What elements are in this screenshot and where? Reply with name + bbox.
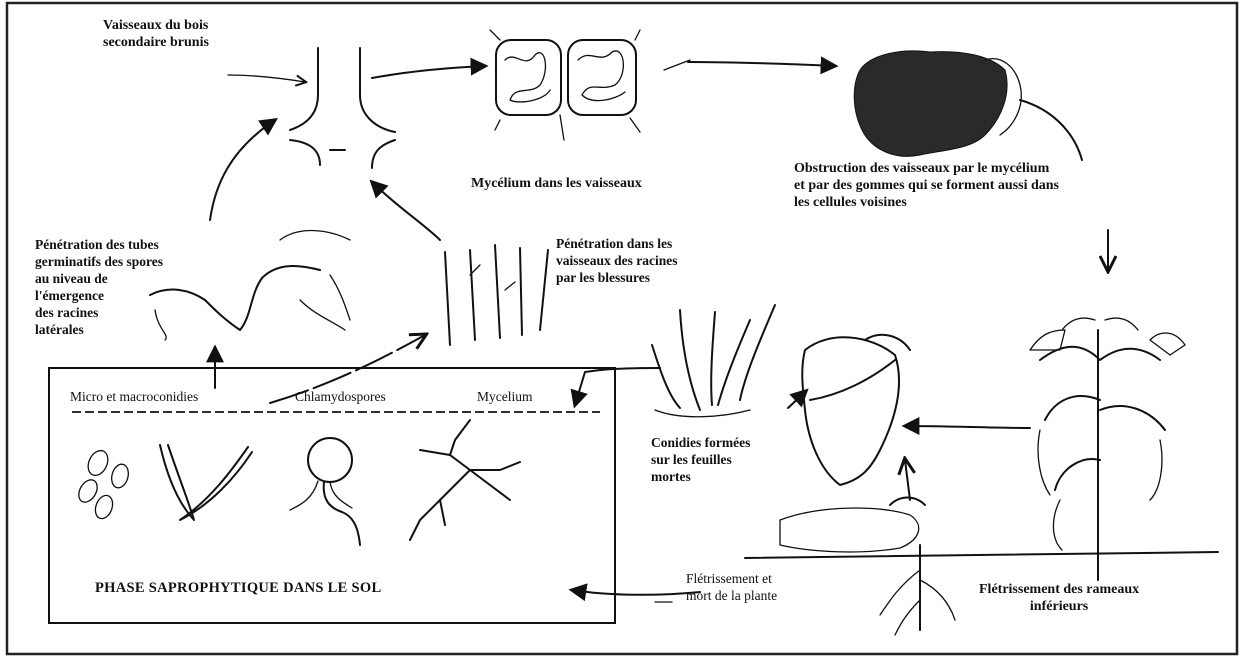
wilted-plant-drawing [1030,318,1185,580]
label-line: Pénétration des tubes [35,236,163,253]
label-line: Conidies formées [651,434,750,451]
vessel-mycelium-drawing [490,30,690,140]
label-phase-saprophytique: PHASE SAPROPHYTIQUE DANS LE SOL [95,580,381,597]
label-line: secondaire brunis [103,34,209,51]
label-fletrissement-rameaux: Flétrissement des rameaux inférieurs [979,581,1139,615]
label-line: mortes [651,468,750,485]
label-line: et par des gommes qui se forment aussi d… [794,177,1059,194]
label-line: Flétrissement des rameaux [979,581,1139,598]
label-line: au niveau de [35,270,163,287]
label-fletrissement-mort: Flétrissement et mort de la plante [686,570,777,604]
arrow-germ-tube-to-vessel [210,120,275,220]
label-chlamydospores: Chlamydospores [295,388,386,405]
arrow-dead-plant-to-leaf [905,460,910,500]
label-obstruction: Obstruction des vaisseaux par le mycéliu… [794,160,1059,211]
label-mycelium-vaisseaux: Mycélium dans les vaisseaux [471,175,642,192]
label-line: inférieurs [979,598,1139,615]
microconidia-drawing [75,447,131,521]
vessel-obstruction-drawing [854,51,1021,156]
label-micro-macroconidies: Micro et macroconidies [70,388,198,405]
label-penetration-racines: Pénétration dans les vaisseaux des racin… [556,235,678,286]
label-line: les cellules voisines [794,194,1059,211]
macroconidia-drawing [160,445,252,520]
label-penetration-tubes: Pénétration des tubes germinatifs des sp… [35,236,163,338]
label-line: des racines [35,304,163,321]
label-vaisseaux-bois: Vaisseaux du bois secondaire brunis [103,17,209,51]
soil-mycelium-drawing [410,420,520,540]
label-conidies-feuilles: Conidies formées sur les feuilles mortes [651,434,750,485]
brown-vessel-drawing [290,48,395,168]
label-mycelium-soil: Mycelium [477,388,533,405]
root-penetration-drawing [445,245,548,345]
germ-tube-drawing [150,231,350,340]
dead-leaf-drawing [802,335,910,485]
arrow-dead-plant-to-soil [572,590,700,595]
label-line: germinatifs des spores [35,253,163,270]
conidia-on-leaves-drawing [652,305,775,417]
label-line: Vaisseaux du bois [103,17,209,34]
label-line: sur les feuilles [651,451,750,468]
label-line: mort de la plante [686,587,777,604]
label-line: Flétrissement et [686,570,777,587]
arrow-root-to-vessel [372,182,440,240]
label-line: latérales [35,321,163,338]
arrow-mycelium-to-obstruction [688,62,835,66]
arrow-vessel-to-mycelium [372,66,485,78]
arrow-conidia-to-soil [575,368,660,405]
page-border [7,3,1237,654]
arrow-obstruction-curve [1020,100,1082,160]
chlamydospore-drawing [290,438,360,545]
label-line: par les blessures [556,269,678,286]
label-line: vaisseaux des racines [556,252,678,269]
label-line: Pénétration dans les [556,235,678,252]
arrow-plant-to-leaf [905,426,1030,428]
label-line: l'émergence [35,287,163,304]
label-line: Obstruction des vaisseaux par le mycéliu… [794,160,1059,177]
arrow-label-to-vessel [228,75,305,82]
